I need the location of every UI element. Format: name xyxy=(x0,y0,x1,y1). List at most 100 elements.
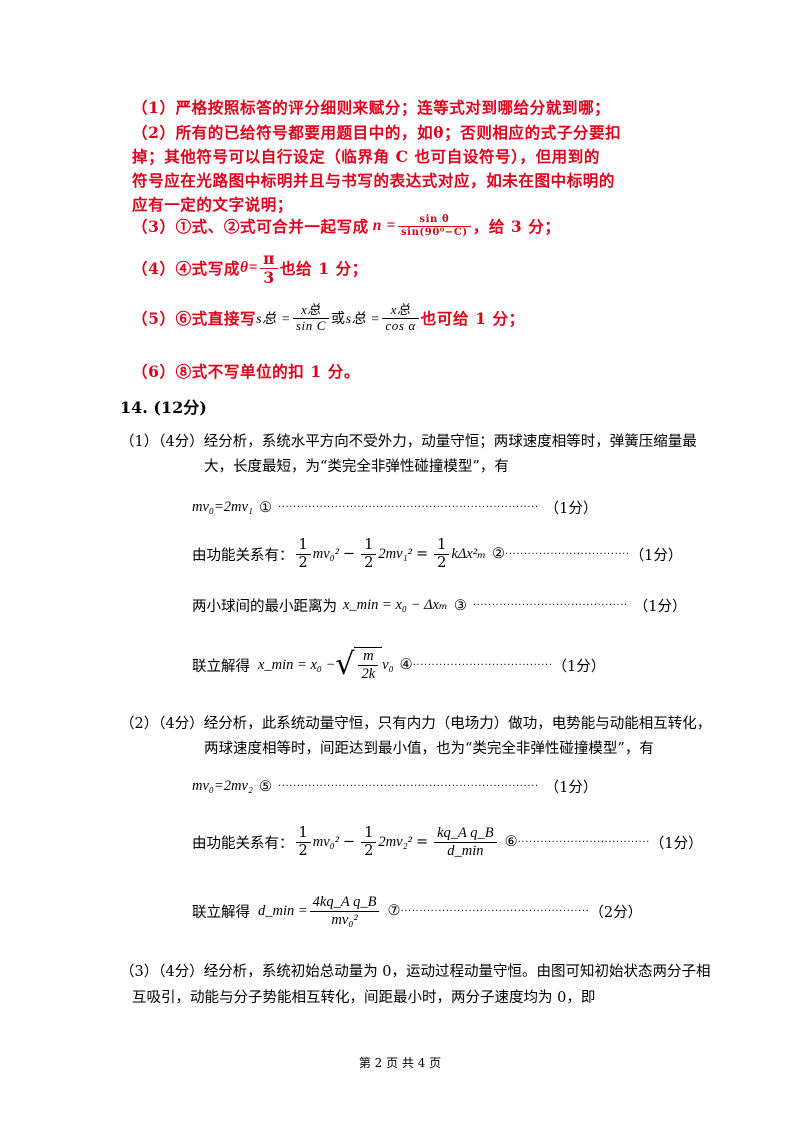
note-3: （3）①式、②式可合并一起写成 n = sin θ sin(90⁰−C) ，给 … xyxy=(132,208,561,244)
equation-1-body: mv₀=2mv₁ xyxy=(192,499,253,515)
note-3-prefix: （3）①式、②式可合并一起写成 xyxy=(132,217,369,236)
part-1-line-1: （1）（4分）经分析，系统水平方向不受外力，动量守恒；两球速度相等时，弹簧压缩量… xyxy=(120,434,697,450)
equation-6-minus: − xyxy=(343,834,356,850)
sqrt-symbol: √ xyxy=(335,647,355,683)
part-1-line-2: 大，长度最短，为“类完全非弹性碰撞模型”，有 xyxy=(204,459,509,475)
equation-1: mv₀=2mv₁ ① ·····························… xyxy=(192,497,597,518)
note-5-fraction-2: x总 cos α xyxy=(382,302,419,334)
note-5-s1: s总 = xyxy=(256,312,291,327)
note-4-suffix: 也给 1 分； xyxy=(280,259,368,278)
half-1-den: 2 xyxy=(298,554,308,571)
note-4-fraction: π 3 xyxy=(260,249,279,287)
equation-3: 两小球间的最小距离为 x_min = x₀ − Δxₘ ③ ··········… xyxy=(192,595,687,616)
equation-2-term-2: 2mv₁² xyxy=(378,545,412,562)
equation-2-mark: ② xyxy=(491,546,505,562)
equation-5-score: （1分） xyxy=(544,780,598,796)
equation-5-dots: ········································… xyxy=(277,781,539,792)
note-6: （6）⑧式不写单位的扣 1 分。 xyxy=(132,362,360,381)
equation-7-num: 4kq_A q_B xyxy=(309,894,380,912)
part-2-line-1: （2）（4分）经分析，此系统动量守恒，只有内力（电场力）做功，电势能与动能相互转… xyxy=(120,716,712,732)
note-2-line-2: 掉；其他符号可以自行设定（临界角 C 也可自设符号），但用到的 xyxy=(132,147,600,166)
note-5-suffix: 也可给 1 分； xyxy=(420,309,525,328)
equation-2-term-1: mv₀² xyxy=(312,545,340,562)
equation-2-term-3: kΔx²ₘ xyxy=(451,545,486,562)
note-5: （5）⑥式直接写 s总 = x总 sin C 或 s总 = x总 cos α 也… xyxy=(132,296,525,340)
equation-1-mark: ① xyxy=(258,499,272,516)
equation-2-minus: − xyxy=(343,546,356,562)
part-2-line-2: 两球速度相等时，间距达到最小值，也为“类完全非弹性碰撞模型”，有 xyxy=(204,741,654,757)
note-5-numerator-2: x总 xyxy=(382,302,419,319)
equation-6-mark: ⑥ xyxy=(504,834,518,850)
equation-3-dots: ········································… xyxy=(472,600,628,611)
note-2-line-3: 符号应在光路图中标明并且与书写的表达式对应，如未在图中标明的 xyxy=(132,171,616,190)
equation-7-score: （2分） xyxy=(589,904,643,921)
half-2-den: 2 xyxy=(364,554,374,571)
equation-5: mv₀=2mv₂ ⑤ ·····························… xyxy=(192,776,597,797)
equation-7-mark: ⑦ xyxy=(387,903,401,919)
equation-6-term-2: 2mv₂² xyxy=(378,833,412,850)
note-5-numerator-1: x总 xyxy=(292,302,329,319)
note-1: （1）严格按照标答的评分细则来赋分；连等式对到哪给分就到哪； xyxy=(132,98,611,117)
half-2-num: 1 xyxy=(361,537,377,555)
note-4-denominator: 3 xyxy=(263,267,275,287)
note-5-s2: s总 = xyxy=(345,312,381,327)
half-1-num: 1 xyxy=(295,537,311,555)
note-5-denominator-1: sin C xyxy=(295,317,326,333)
equation-4-prefix: 联立解得 xyxy=(192,658,250,675)
equation-3-prefix: 两小球间的最小距离为 xyxy=(192,599,337,615)
equation-4-dots: ····································· xyxy=(412,659,553,671)
equation-3-mark: ③ xyxy=(453,597,467,614)
equation-6-score: （1分） xyxy=(649,835,703,852)
equation-6-prefix: 由功能关系有： xyxy=(192,835,294,852)
half-4-den: 2 xyxy=(298,842,308,859)
equation-2-dots: ································· xyxy=(504,548,630,560)
equation-2-prefix: 由功能关系有： xyxy=(192,547,294,564)
note-3-lhs: n = xyxy=(372,217,396,234)
equation-2-equals: = xyxy=(415,546,429,562)
half-3-num: 1 xyxy=(434,537,450,555)
note-4-numerator: π xyxy=(260,249,279,269)
half-4-num: 1 xyxy=(295,825,311,843)
equation-4-score: （1分） xyxy=(552,658,606,675)
equation-6-den: d_min xyxy=(447,842,484,859)
equation-7-den: mv₀² xyxy=(331,911,358,928)
half-3-den: 2 xyxy=(437,554,447,571)
note-2-line-1: （2）所有的已给符号都要用题目中的，如θ；否则相应的式子分要扣 xyxy=(132,123,622,142)
note-5-prefix: （5）⑥式直接写 xyxy=(132,309,257,328)
equation-2-score: （1分） xyxy=(629,547,683,564)
note-3-denominator: sin(90⁰−C) xyxy=(400,226,468,238)
note-5-denominator-2: cos α xyxy=(385,317,416,333)
equation-7-prefix: 联立解得 xyxy=(192,904,250,921)
note-4-var: θ= xyxy=(240,259,259,276)
note-2-line-4: 应有一定的文字说明； xyxy=(132,195,294,214)
equation-1-dots: ········································… xyxy=(277,502,539,513)
equation-6-num: kq_A q_B xyxy=(434,825,497,843)
equation-6-term-1: mv₀² xyxy=(312,833,340,850)
equation-4-v: v₀ xyxy=(382,656,394,673)
note-4-prefix: （4）④式写成 xyxy=(132,259,240,278)
equation-5-body: mv₀=2mv₂ xyxy=(192,778,253,794)
equation-4-mark: ④ xyxy=(399,657,413,673)
note-5-fraction-1: x总 sin C xyxy=(292,302,329,334)
equation-3-score: （1分） xyxy=(633,599,687,615)
half-5-num: 1 xyxy=(361,825,377,843)
equation-4-num: m xyxy=(358,648,379,666)
note-3-numerator: sin θ xyxy=(397,214,471,227)
note-3-suffix: ，给 3 分； xyxy=(472,217,561,236)
note-3-fraction: sin θ sin(90⁰−C) xyxy=(397,214,471,238)
equation-7-dots: ········································… xyxy=(400,905,590,917)
equation-5-mark: ⑤ xyxy=(258,778,272,795)
equation-1-score: （1分） xyxy=(544,501,598,517)
part-3-line-2: 互吸引，动能与分子势能相互转化，间距最小时，两分子速度均为 0，即 xyxy=(132,990,596,1006)
page-footer: 第 2 页 共 4 页 xyxy=(358,1056,442,1070)
